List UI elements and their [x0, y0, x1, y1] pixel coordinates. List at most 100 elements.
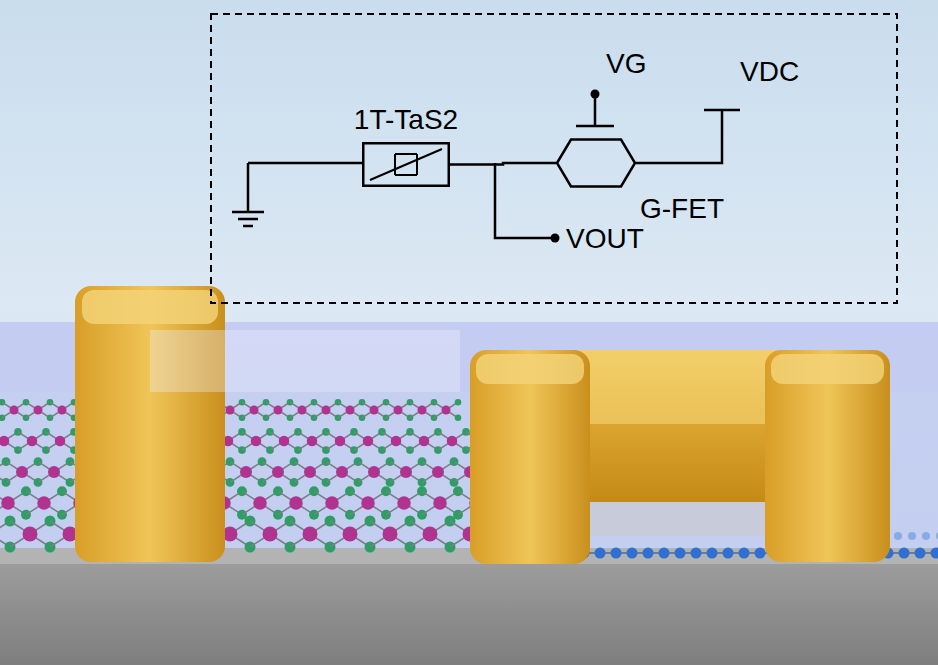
- tantalum-atom: [418, 406, 427, 415]
- node-label: G-FET: [640, 195, 724, 223]
- carbon-atom: [908, 532, 916, 540]
- output-wire: [495, 163, 551, 238]
- tantalum-atom: [322, 406, 331, 415]
- carbon-atom: [739, 548, 750, 559]
- symbol-outline: [362, 142, 450, 187]
- tantalum-atom: [336, 466, 348, 478]
- carbon-atom: [915, 548, 926, 559]
- carbon-atom: [643, 548, 654, 559]
- signal-name: VG: [606, 50, 646, 78]
- substrate-front: [0, 564, 938, 665]
- tantalum-atom: [325, 496, 339, 510]
- signal-name: VOUT: [566, 225, 644, 253]
- hexagon-outline: [557, 140, 635, 187]
- gold-electrode: [470, 350, 590, 564]
- tantalum-atom: [55, 436, 66, 447]
- carbon-atom: [899, 548, 910, 559]
- tantalum-atom: [263, 527, 278, 542]
- sulfur-atom: [455, 399, 462, 406]
- tantalum-atom: [363, 436, 374, 447]
- tantalum-atom: [289, 496, 303, 510]
- tantalum-atom: [16, 466, 28, 478]
- top-gate: [565, 350, 790, 502]
- carbon-atom: [922, 532, 930, 540]
- tantalum-atom: [298, 406, 307, 415]
- gate-highlight: [572, 354, 783, 424]
- tantalum-atom: [304, 466, 316, 478]
- supply-wire: [636, 110, 740, 163]
- tantalum-atom: [303, 527, 318, 542]
- tantalum-atom: [419, 436, 430, 447]
- carbon-atom: [894, 532, 902, 540]
- tantalum-atom: [58, 406, 67, 415]
- tantalum-atom: [335, 436, 346, 447]
- terminal-dot: [551, 234, 560, 243]
- tantalum-atom: [48, 466, 60, 478]
- electrode-highlight: [771, 354, 884, 384]
- symbol-outline: [556, 138, 636, 188]
- tantalum-atom: [346, 406, 355, 415]
- node-label: 1T-TaS2: [354, 106, 458, 134]
- tantalum-atom: [10, 406, 19, 415]
- tantalum-atom: [250, 406, 259, 415]
- gate-wire: [576, 98, 614, 126]
- electrode-highlight: [82, 290, 218, 324]
- carbon-atom: [611, 548, 622, 559]
- tantalum-atom: [368, 466, 380, 478]
- tantalum-atom: [423, 527, 438, 542]
- signal-name: VDC: [740, 58, 799, 86]
- gold-electrode: [75, 286, 225, 562]
- tantalum-atom: [447, 436, 458, 447]
- tantalum-atom: [370, 406, 379, 415]
- tantalum-atom: [226, 406, 235, 415]
- tantalum-atom: [240, 466, 252, 478]
- tantalum-atom: [343, 527, 358, 542]
- sulfur-atom: [455, 415, 462, 422]
- tantalum-atom: [27, 436, 38, 447]
- tantalum-atom: [1, 496, 15, 510]
- tantalum-atom: [361, 496, 375, 510]
- box-outline: [363, 143, 449, 186]
- tantalum-atom: [307, 436, 318, 447]
- carbon-atom: [723, 548, 734, 559]
- carbon-atom: [595, 548, 606, 559]
- terminal-dot: [591, 90, 600, 99]
- carbon-atom: [931, 548, 938, 559]
- tantalum-atom: [383, 527, 398, 542]
- tantalum-atom: [34, 406, 43, 415]
- tantalum-atom: [391, 436, 402, 447]
- carbon-atom: [675, 548, 686, 559]
- tantalum-atom: [251, 436, 262, 447]
- wire: [450, 163, 556, 165]
- tantalum-atom: [253, 496, 267, 510]
- tantalum-atom: [0, 436, 9, 447]
- tantalum-atom: [279, 436, 290, 447]
- gold-electrode: [765, 350, 890, 562]
- tantalum-atom: [433, 496, 447, 510]
- carbon-atom: [936, 532, 938, 540]
- carbon-atom: [627, 548, 638, 559]
- sulfur-atom: [2, 478, 11, 487]
- ground-wire: [232, 163, 362, 226]
- carbon-atom: [691, 548, 702, 559]
- hysteresis-mark: [370, 149, 442, 180]
- tantalum-atom: [37, 496, 51, 510]
- carbon-atom: [755, 548, 766, 559]
- tantalum-atom: [394, 406, 403, 415]
- schematic-frame: [211, 14, 897, 303]
- tantalum-atom: [442, 406, 451, 415]
- flake-cover: [150, 330, 460, 392]
- gfet-symbol: G-FET: [556, 138, 636, 188]
- gate-dielectric: [570, 498, 790, 536]
- tantalum-atom: [274, 406, 283, 415]
- tantalum-atom: [400, 466, 412, 478]
- carbon-atom: [659, 548, 670, 559]
- carbon-atom: [707, 548, 718, 559]
- tantalum-atom: [23, 527, 38, 542]
- sulfur-atom: [2, 457, 11, 466]
- tantalum-atom: [397, 496, 411, 510]
- tantalum-atom: [432, 466, 444, 478]
